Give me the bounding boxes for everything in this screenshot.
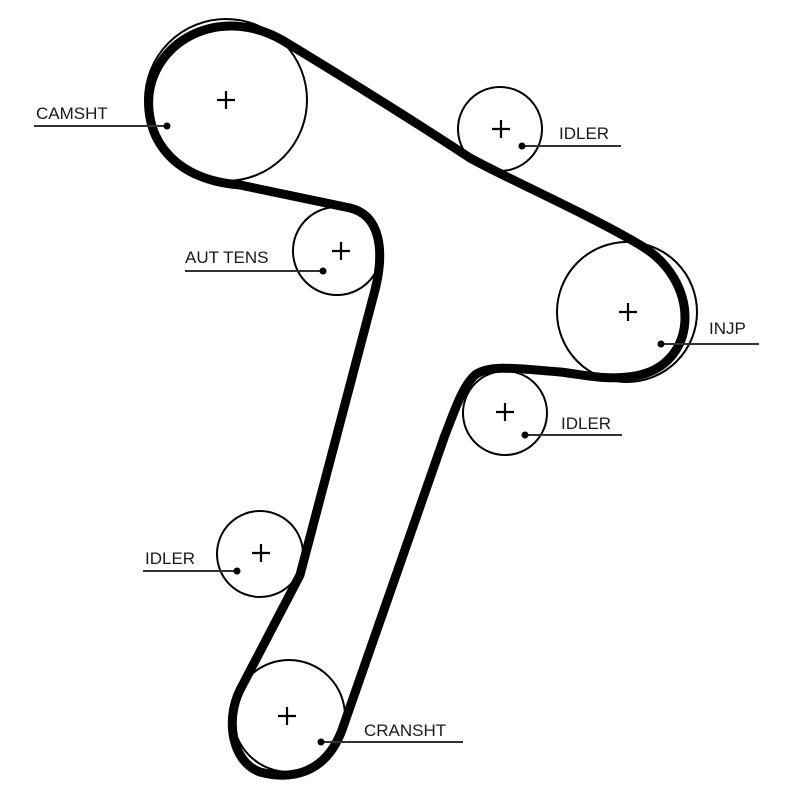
center-cross-icon	[496, 403, 514, 421]
center-cross-icon	[332, 242, 350, 260]
label-aut-tens: AUT TENS	[185, 248, 268, 267]
label-idler-top: IDLER	[559, 124, 609, 143]
leader-dot	[657, 340, 665, 348]
label-idler-mid: IDLER	[561, 414, 611, 433]
label-camsht: CAMSHT	[36, 104, 108, 123]
center-cross-icon	[278, 707, 296, 725]
label-injp: INJP	[709, 319, 746, 338]
label-group-idler-low: IDLER	[143, 549, 241, 575]
leader-dot	[319, 267, 327, 275]
pulley-injp	[556, 241, 698, 383]
leader-dot	[521, 431, 529, 439]
label-idler-low: IDLER	[145, 549, 195, 568]
label-group-aut-tens: AUT TENS	[185, 248, 327, 275]
center-cross-icon	[217, 91, 235, 109]
pulley-idler-low	[216, 510, 304, 598]
leader-dot	[163, 122, 171, 130]
label-group-idler-top: IDLER	[518, 124, 621, 150]
label-cransht: CRANSHT	[364, 721, 446, 740]
label-group-idler-mid: IDLER	[521, 414, 622, 439]
label-group-injp: INJP	[657, 319, 759, 348]
leader-dot	[317, 738, 325, 746]
label-group-camsht: CAMSHT	[34, 104, 171, 130]
center-cross-icon	[492, 120, 510, 138]
center-cross-icon	[619, 303, 637, 321]
leader-dot	[233, 567, 241, 575]
pulley-idler-mid	[462, 370, 548, 456]
label-group-cransht: CRANSHT	[317, 721, 463, 746]
center-cross-icon	[252, 544, 270, 562]
timing-belt	[144, 21, 690, 780]
leader-dot	[518, 142, 526, 150]
